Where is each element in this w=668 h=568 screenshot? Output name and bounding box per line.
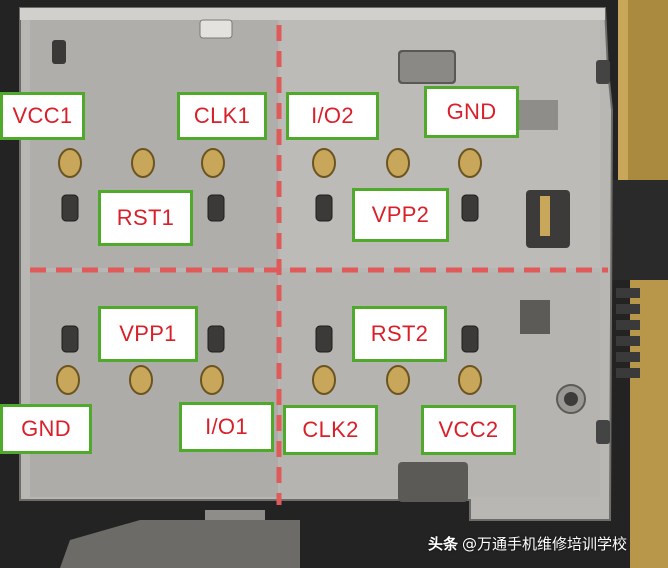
pin-label-rst1: RST1 (98, 190, 193, 246)
gold-contacts (56, 148, 482, 395)
watermark-logo: 头条 (428, 535, 459, 553)
contact-slots (61, 194, 479, 353)
pin-label-vcc2: VCC2 (421, 405, 516, 455)
pin-label-vcc1: VCC1 (0, 92, 85, 140)
pin-label-io1: I/O1 (179, 402, 274, 452)
watermark: 头条@万通手机维修培训学校 (428, 533, 627, 554)
pin-label-vpp2: VPP2 (352, 188, 449, 242)
side-connector (616, 288, 640, 378)
pin-label-clk1: CLK1 (177, 92, 267, 140)
pin-label-rst2: RST2 (352, 306, 447, 362)
pin-label-io2: I/O2 (286, 92, 379, 140)
pin-label-gnd-bottom: GND (0, 404, 92, 454)
pin-label-clk2: CLK2 (283, 405, 378, 455)
pin-label-gnd-top: GND (424, 86, 519, 138)
watermark-text: @万通手机维修培训学校 (462, 535, 628, 553)
pin-label-vpp1: VPP1 (98, 306, 198, 362)
slot-hole (52, 40, 66, 64)
